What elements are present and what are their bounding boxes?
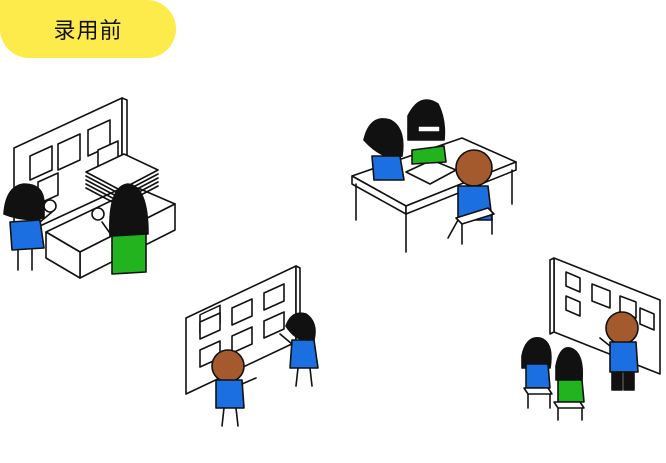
shirt [525, 363, 551, 389]
hair [211, 349, 245, 383]
glasses-icon [417, 125, 441, 133]
hair [605, 311, 639, 345]
scene-training [521, 257, 661, 421]
scene-document-review [3, 97, 176, 279]
stool [553, 401, 585, 409]
shirt [371, 155, 405, 181]
paper-stack [85, 153, 159, 191]
hair [407, 99, 446, 141]
person-trainee-green [553, 347, 585, 421]
hair [109, 183, 149, 237]
hair [3, 183, 45, 221]
person-trainer-brown [599, 311, 639, 391]
stage-label-badge: 录用前 [0, 0, 176, 58]
person-writer-brown [211, 349, 257, 427]
scene-planning-board [185, 265, 319, 427]
person-reviewer-blue [3, 183, 57, 271]
person-trainee-blue [521, 337, 553, 409]
hair [363, 118, 404, 159]
hair [285, 312, 316, 342]
shirt [111, 233, 147, 275]
person-presenter-blue [279, 312, 319, 387]
person-interviewer-1 [363, 118, 405, 181]
shirt [9, 219, 45, 251]
stage-label-text: 录用前 [53, 19, 123, 44]
hair [521, 337, 552, 369]
shirt [609, 341, 639, 373]
pinned-paper [29, 145, 53, 181]
pinned-paper [57, 133, 81, 171]
shirt [557, 379, 585, 403]
person-interviewer-2 [407, 99, 447, 165]
hair [555, 347, 584, 381]
shirt [411, 145, 447, 165]
magnifier-icon [43, 199, 57, 213]
scene-interview [351, 99, 517, 253]
magnifier-icon [91, 207, 105, 221]
person-candidate [447, 149, 495, 245]
shirt [215, 379, 245, 409]
shirt [289, 339, 319, 369]
stool [455, 207, 495, 225]
hair [455, 149, 493, 187]
stool [523, 387, 553, 395]
person-reviewer-green [91, 183, 149, 275]
